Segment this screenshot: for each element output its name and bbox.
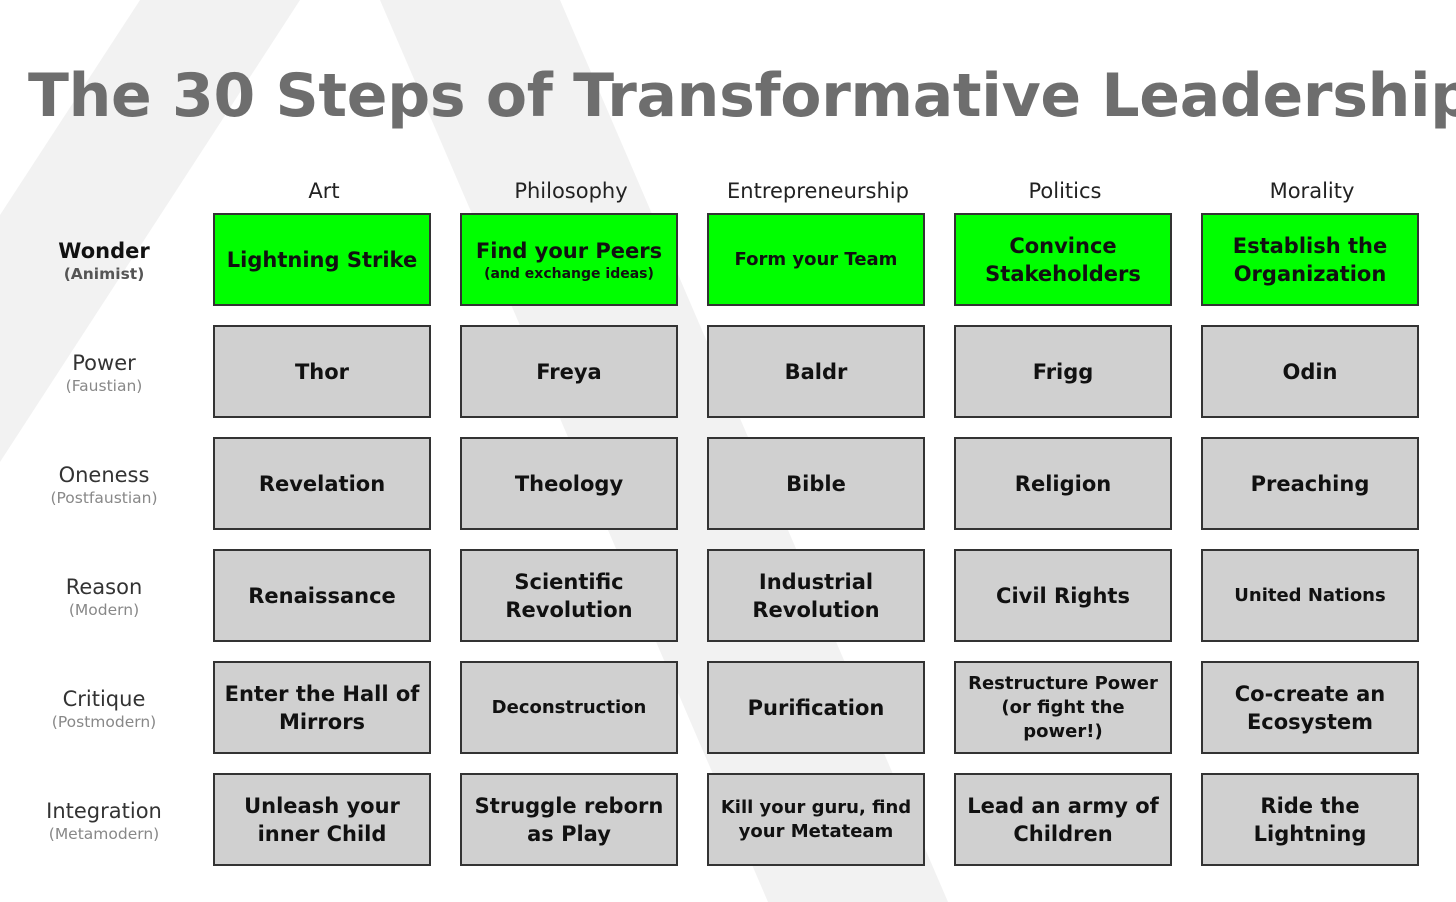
row-name: Wonder xyxy=(58,238,150,263)
cell-wonder-art: Lightning Strike xyxy=(213,213,431,306)
cell-label: Purification xyxy=(747,695,885,720)
cell-label: Deconstruction xyxy=(491,696,647,718)
cell-label: Renaissance xyxy=(248,583,396,608)
cell-label: Scientific Revolution xyxy=(505,569,633,622)
row-header-critique: Critique (Postmodern) xyxy=(14,661,194,757)
cell-label: Religion xyxy=(1014,471,1112,496)
cell-label: United Nations xyxy=(1234,584,1386,606)
cell-critique-morality: Co-create an Ecosystem xyxy=(1201,661,1419,754)
cell-wonder-entrepreneurship: Form your Team xyxy=(707,213,925,306)
cell-sublabel: (and exchange ideas) xyxy=(484,265,654,282)
cell-label: Kill your guru, find your Metateam xyxy=(720,796,912,842)
cell-reason-politics: Civil Rights xyxy=(954,549,1172,642)
cell-oneness-politics: Religion xyxy=(954,437,1172,530)
cell-label: Enter the Hall of Mirrors xyxy=(224,681,420,734)
cell-oneness-philosophy: Theology xyxy=(460,437,678,530)
cell-label: Form your Team xyxy=(734,248,898,270)
cell-label: Preaching xyxy=(1250,471,1370,496)
column-header-art: Art xyxy=(308,179,340,203)
cell-wonder-philosophy: Find your Peers (and exchange ideas) xyxy=(460,213,678,306)
cell-label: Unleash your inner Child xyxy=(244,793,400,846)
row-subtitle: (Postmodern) xyxy=(51,712,157,731)
cell-oneness-entrepreneurship: Bible xyxy=(707,437,925,530)
cell-label: Bible xyxy=(786,471,846,496)
row-name: Integration xyxy=(46,798,162,823)
cell-critique-entrepreneurship: Purification xyxy=(707,661,925,754)
cell-label: Co-create an Ecosystem xyxy=(1234,681,1386,734)
cell-label: Revelation xyxy=(258,471,386,496)
cell-power-morality: Odin xyxy=(1201,325,1419,418)
row-name: Critique xyxy=(62,686,146,711)
cell-label: Find your Peers xyxy=(475,238,663,263)
row-subtitle: (Metamodern) xyxy=(48,824,160,843)
cell-label: Thor xyxy=(294,359,350,384)
cell-label: Freya xyxy=(536,359,602,384)
row-subtitle: (Faustian) xyxy=(65,376,143,395)
row-subtitle: (Modern) xyxy=(68,600,140,619)
cell-integration-art: Unleash your inner Child xyxy=(213,773,431,866)
cell-reason-philosophy: Scientific Revolution xyxy=(460,549,678,642)
row-header-power: Power (Faustian) xyxy=(14,325,194,421)
cell-reason-morality: United Nations xyxy=(1201,549,1419,642)
column-header-morality: Morality xyxy=(1269,179,1355,203)
cell-reason-art: Renaissance xyxy=(213,549,431,642)
cell-oneness-morality: Preaching xyxy=(1201,437,1419,530)
cell-integration-morality: Ride the Lightning xyxy=(1201,773,1419,866)
row-subtitle: (Postfaustian) xyxy=(50,488,158,507)
row-header-oneness: Oneness (Postfaustian) xyxy=(14,437,194,533)
cell-reason-entrepreneurship: Industrial Revolution xyxy=(707,549,925,642)
cell-label: Baldr xyxy=(784,359,848,384)
cell-label: Theology xyxy=(514,471,624,496)
column-header-entrepreneurship: Entrepreneurship xyxy=(727,179,909,203)
cell-power-politics: Frigg xyxy=(954,325,1172,418)
row-header-reason: Reason (Modern) xyxy=(14,549,194,645)
cell-oneness-art: Revelation xyxy=(213,437,431,530)
cell-integration-philosophy: Struggle reborn as Play xyxy=(460,773,678,866)
cell-label: Civil Rights xyxy=(996,583,1130,608)
row-subtitle: (Animist) xyxy=(63,264,145,283)
cell-wonder-morality: Establish the Organization xyxy=(1201,213,1419,306)
row-header-wonder: Wonder (Animist) xyxy=(14,213,194,309)
cell-critique-philosophy: Deconstruction xyxy=(460,661,678,754)
cell-label: Lead an army of Children xyxy=(967,793,1159,846)
row-name: Power xyxy=(72,350,136,375)
cell-integration-entrepreneurship: Kill your guru, find your Metateam xyxy=(707,773,925,866)
cell-wonder-politics: Convince Stakeholders xyxy=(954,213,1172,306)
cell-label: Industrial Revolution xyxy=(752,569,880,622)
cell-label: Establish the Organization xyxy=(1232,233,1388,286)
cell-label: Convince Stakeholders xyxy=(985,233,1141,286)
cell-critique-art: Enter the Hall of Mirrors xyxy=(213,661,431,754)
cell-power-art: Thor xyxy=(213,325,431,418)
cell-power-entrepreneurship: Baldr xyxy=(707,325,925,418)
row-name: Oneness xyxy=(58,462,150,487)
cell-label: Restructure Power (or fight the power!) xyxy=(968,672,1158,742)
page-title: The 30 Steps of Transformative Leadershi… xyxy=(28,61,1456,131)
cell-label: Struggle reborn as Play xyxy=(474,793,664,846)
cell-integration-politics: Lead an army of Children xyxy=(954,773,1172,866)
column-header-philosophy: Philosophy xyxy=(514,179,628,203)
cell-label: Odin xyxy=(1282,359,1338,384)
row-name: Reason xyxy=(65,574,143,599)
cell-label: Ride the Lightning xyxy=(1253,793,1367,846)
cell-label: Lightning Strike xyxy=(226,247,418,272)
row-header-integration: Integration (Metamodern) xyxy=(14,773,194,869)
cell-label: Frigg xyxy=(1032,359,1094,384)
cell-critique-politics: Restructure Power (or fight the power!) xyxy=(954,661,1172,754)
cell-power-philosophy: Freya xyxy=(460,325,678,418)
column-header-politics: Politics xyxy=(1028,179,1102,203)
